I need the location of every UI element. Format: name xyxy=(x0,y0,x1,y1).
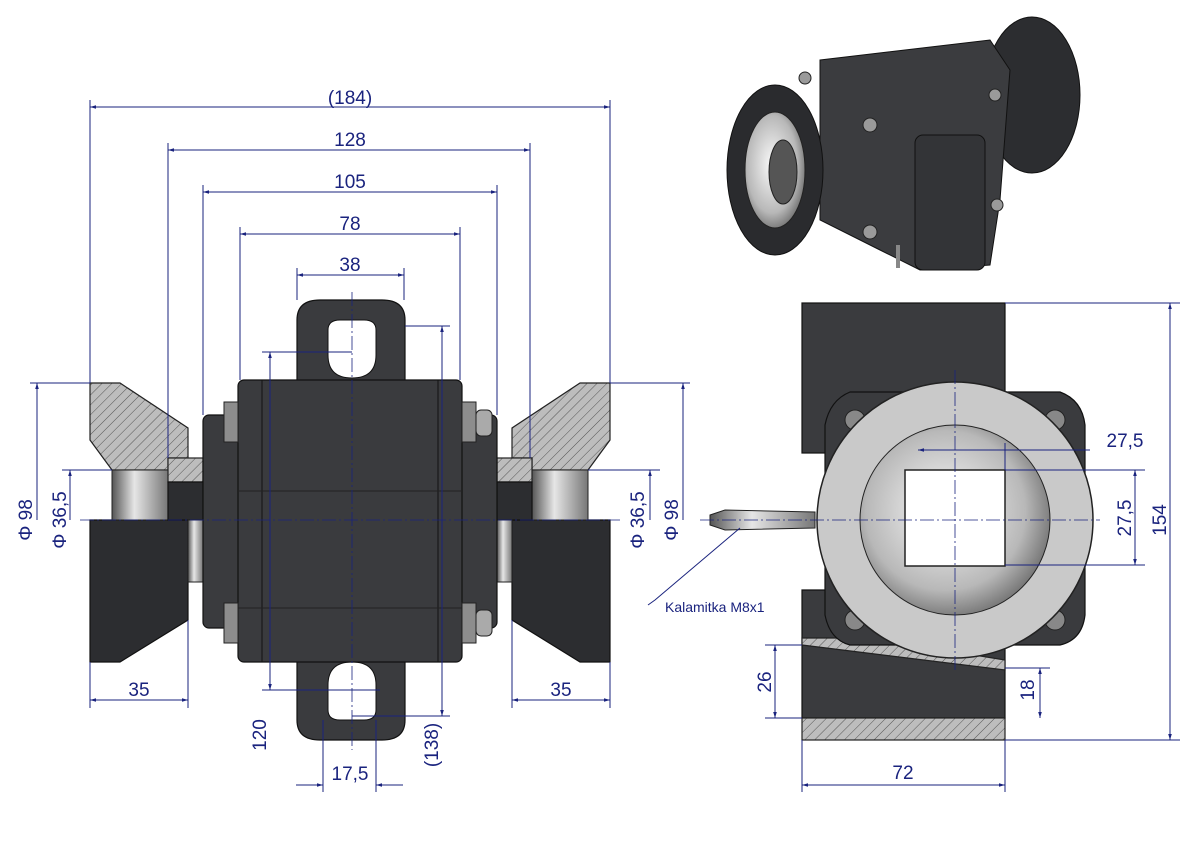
side-view xyxy=(700,302,1100,741)
dim-154: 154 xyxy=(1150,504,1171,536)
grease-nipple-label: Kalamitka M8x1 xyxy=(665,599,765,615)
dim-phi365-left: Φ 36,5 xyxy=(50,491,71,548)
dim-35-left: 35 xyxy=(128,680,149,701)
left-pulley xyxy=(89,382,204,663)
right-pulley xyxy=(496,382,611,663)
dim-27-5-horizontal: 27,5 xyxy=(1107,431,1144,452)
dim-120: 120 xyxy=(250,719,271,751)
bolts xyxy=(223,401,493,644)
base-section xyxy=(801,717,1006,741)
dim-phi365-right: Φ 36,5 xyxy=(628,491,649,548)
dim-138: (138) xyxy=(422,723,443,767)
left-flange xyxy=(202,414,241,629)
dim-17-5: 17,5 xyxy=(332,764,369,785)
front-dimensions: (184) 128 105 78 38 Φ 98 Φ 36,5 Φ 36,5 Φ… xyxy=(16,88,690,792)
dim-35-right: 35 xyxy=(550,680,571,701)
front-view xyxy=(80,292,620,750)
isometric-view xyxy=(726,16,1081,271)
housing xyxy=(237,379,463,663)
side-dimensions: 27,5 27,5 154 26 18 72 Kalamitka M8x1 xyxy=(647,302,1180,792)
dim-128: 128 xyxy=(334,130,366,151)
dim-phi98-right: Φ 98 xyxy=(662,499,683,541)
dim-78: 78 xyxy=(339,214,360,235)
dim-27-5-vertical: 27,5 xyxy=(1115,500,1136,537)
dim-105: 105 xyxy=(334,172,366,193)
dim-26: 26 xyxy=(755,671,776,692)
dim-overall-width: (184) xyxy=(328,88,372,109)
dim-72: 72 xyxy=(892,763,913,784)
right-flange xyxy=(459,414,498,629)
dim-38: 38 xyxy=(339,255,360,276)
dim-18: 18 xyxy=(1018,679,1039,700)
dim-phi98-left: Φ 98 xyxy=(16,499,37,541)
